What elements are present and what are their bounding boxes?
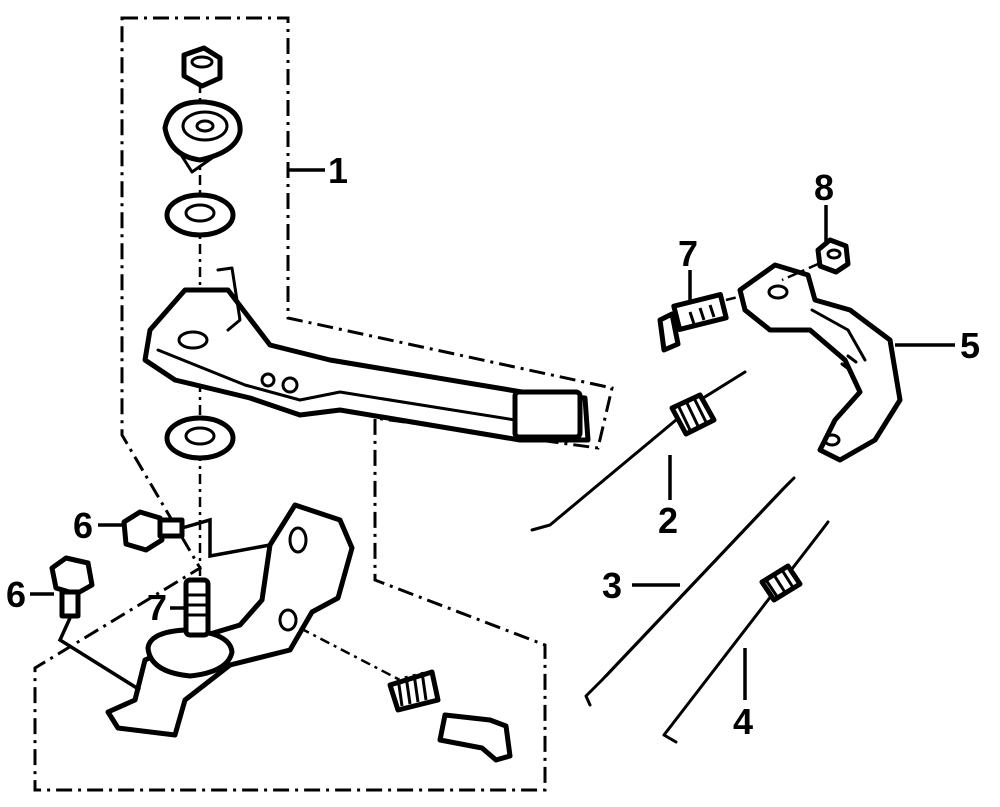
callout-1: 1 <box>328 150 348 191</box>
bolt-7-right <box>657 292 743 353</box>
part-3-rod <box>584 476 796 707</box>
part-5-arm <box>737 262 903 463</box>
cone-washer <box>162 99 243 174</box>
callout-5: 5 <box>960 325 980 366</box>
lower-washer <box>164 415 236 461</box>
bolt-6-upper <box>121 509 271 559</box>
upper-washer <box>164 192 236 238</box>
callout-7a: 7 <box>147 587 167 628</box>
nut-8 <box>781 237 851 282</box>
callout-7b: 7 <box>678 233 698 274</box>
assembly-1-boundary <box>33 16 614 792</box>
callout-6b: 6 <box>6 574 26 615</box>
lever-bracket <box>105 502 355 738</box>
control-lever <box>142 266 591 443</box>
callout-8: 8 <box>814 167 834 208</box>
callout-2: 2 <box>658 500 678 541</box>
part-2-spring-rod <box>530 370 747 532</box>
callout-3: 3 <box>602 565 622 606</box>
callout-4: 4 <box>733 701 753 742</box>
callout-6a: 6 <box>73 505 93 546</box>
top-nut <box>181 45 223 89</box>
part-4-spring-rod <box>662 520 830 744</box>
bolt-6-lower <box>49 555 141 692</box>
spring-screw-assembly <box>299 626 513 763</box>
